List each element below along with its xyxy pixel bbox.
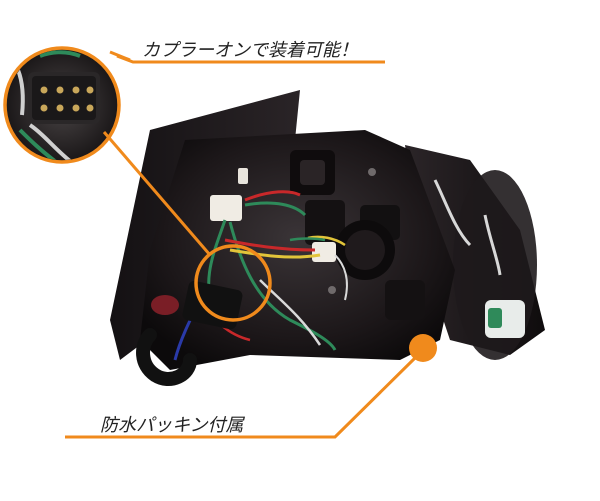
coupler-label-underline [116,54,385,64]
packing-leader-line [65,356,417,439]
packing-callout-label: 防水パッキン付属 [100,415,244,436]
packing-marker-dot [409,334,437,362]
coupler-highlight-ring [194,244,272,322]
coupler-callout-label: カプラーオンで装着可能！ [142,40,358,61]
coupler-leader-line [102,131,212,256]
